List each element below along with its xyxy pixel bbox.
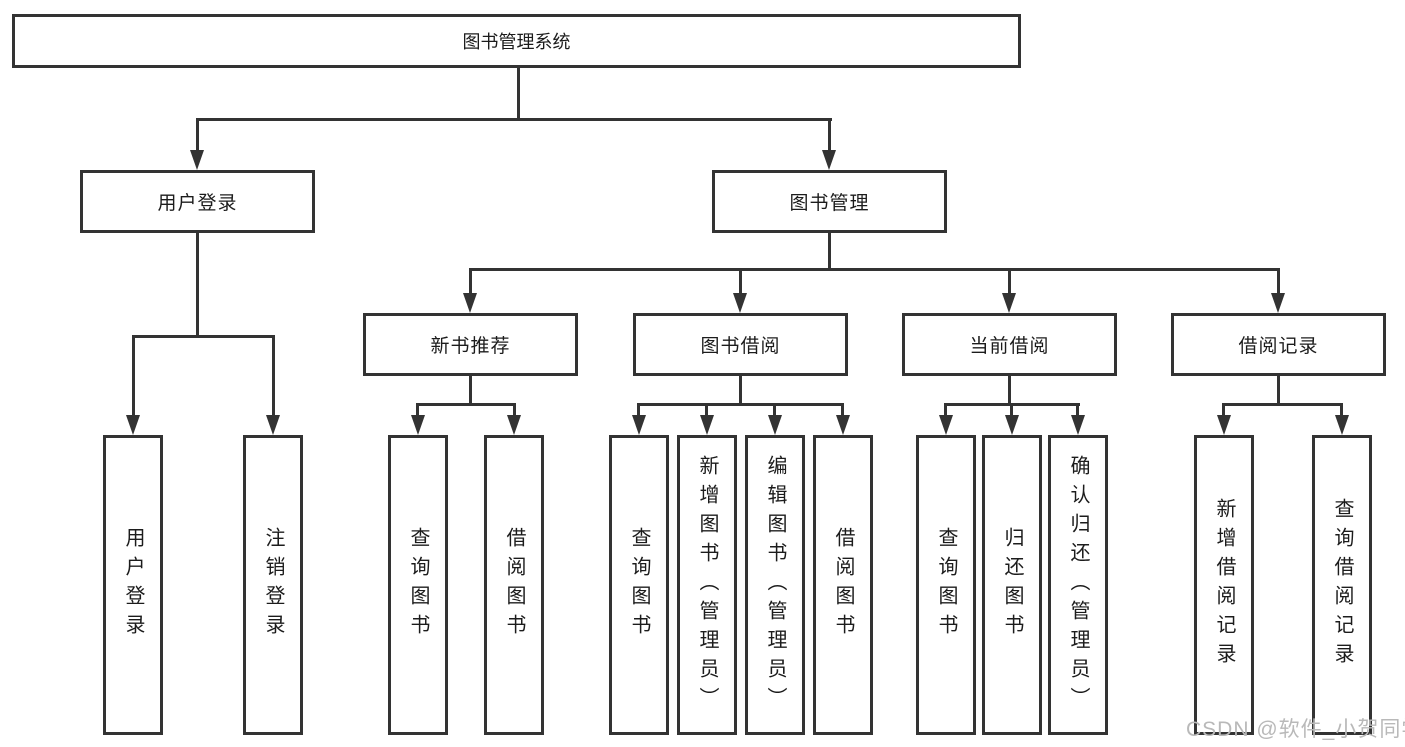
edge-to-leaf (416, 403, 419, 417)
arrow-down-icon (1335, 415, 1349, 435)
leaf-query-book-3-label: 查询图书 (935, 527, 957, 643)
node-borrow-record-label: 借阅记录 (1238, 336, 1319, 357)
leaf-confirm-return-admin-label: 确认归还（管理员） (1067, 454, 1089, 716)
leaf-borrow-book-1: 借阅图书 (484, 435, 544, 735)
edge-to-leaf-logout (272, 335, 275, 417)
leaf-confirm-return-admin: 确认归还（管理员） (1048, 435, 1108, 735)
edge-to-user-login (196, 118, 199, 152)
node-book-borrow-label: 图书借阅 (700, 336, 781, 357)
edge-to-leaf (773, 403, 776, 417)
edge-to-leaf (705, 403, 708, 417)
leaf-return-book-label: 归还图书 (1001, 527, 1023, 643)
leaf-query-book-1-label: 查询图书 (407, 527, 429, 643)
leaf-query-borrow-record: 查询借阅记录 (1312, 435, 1372, 735)
edge-new-book-recommend-split (416, 403, 516, 406)
edge-to-borrow-record (1277, 268, 1280, 295)
edge-to-book-management (828, 118, 831, 152)
leaf-borrow-book-2-label: 借阅图书 (832, 527, 854, 643)
node-book-management-label: 图书管理 (789, 193, 870, 214)
node-user-login: 用户登录 (80, 170, 315, 233)
leaf-return-book: 归还图书 (982, 435, 1042, 735)
edge-to-leaf (513, 403, 516, 417)
edge-to-leaf (841, 403, 844, 417)
leaf-logout: 注销登录 (243, 435, 303, 735)
leaf-add-book-admin: 新增图书（管理员） (677, 435, 737, 735)
node-new-book-recommend-label: 新书推荐 (430, 336, 511, 357)
edge-to-current-borrow (1008, 268, 1011, 295)
edge-new-book-recommend-stem (469, 375, 472, 406)
arrow-down-icon (822, 150, 836, 170)
edge-borrow-record-split (1222, 403, 1343, 406)
edge-borrow-record-stem (1277, 375, 1280, 406)
leaf-query-book-2: 查询图书 (609, 435, 669, 735)
edge-to-new-book-recommend (469, 268, 472, 295)
edge-book-management-split (469, 268, 1280, 271)
edge-to-leaf (944, 403, 947, 417)
edge-current-borrow-stem (1008, 375, 1011, 406)
arrow-down-icon (632, 415, 646, 435)
arrow-down-icon (1217, 415, 1231, 435)
edge-to-leaf (1076, 403, 1079, 417)
root-label: 图书管理系统 (462, 32, 571, 52)
node-current-borrow: 当前借阅 (902, 313, 1117, 376)
arrow-down-icon (507, 415, 521, 435)
arrow-down-icon (1005, 415, 1019, 435)
edge-to-book-borrow (739, 268, 742, 295)
node-current-borrow-label: 当前借阅 (969, 336, 1050, 357)
leaf-borrow-book-2: 借阅图书 (813, 435, 873, 735)
edge-user-login-stem (196, 232, 199, 338)
edge-to-leaf-user-login (132, 335, 135, 417)
node-book-borrow: 图书借阅 (633, 313, 848, 376)
leaf-query-borrow-record-label: 查询借阅记录 (1331, 498, 1353, 672)
edge-to-leaf (637, 403, 640, 417)
leaf-query-book-1: 查询图书 (388, 435, 448, 735)
leaf-edit-book-admin: 编辑图书（管理员） (745, 435, 805, 735)
edge-book-borrow-split (637, 403, 844, 406)
node-borrow-record: 借阅记录 (1171, 313, 1386, 376)
edge-to-leaf (1340, 403, 1343, 417)
leaf-add-borrow-record: 新增借阅记录 (1194, 435, 1254, 735)
arrow-down-icon (768, 415, 782, 435)
arrow-down-icon (1002, 293, 1016, 313)
leaf-logout-label: 注销登录 (262, 527, 284, 643)
leaf-user-login-label: 用户登录 (122, 527, 144, 643)
edge-user-login-split (132, 335, 275, 338)
csdn-watermark: CSDN @软件_小贺同学 (1186, 718, 1405, 741)
edge-root-stem (517, 67, 520, 121)
leaf-add-book-admin-label: 新增图书（管理员） (696, 454, 718, 716)
edge-to-leaf (1222, 403, 1225, 417)
arrow-down-icon (266, 415, 280, 435)
leaf-query-book-2-label: 查询图书 (628, 527, 650, 643)
arrow-down-icon (1271, 293, 1285, 313)
leaf-borrow-book-1-label: 借阅图书 (503, 527, 525, 643)
edge-book-management-stem (828, 232, 831, 271)
edge-book-borrow-stem (739, 375, 742, 406)
edge-root-split (196, 118, 832, 121)
arrow-down-icon (836, 415, 850, 435)
node-book-management: 图书管理 (712, 170, 947, 233)
leaf-add-borrow-record-label: 新增借阅记录 (1213, 498, 1235, 672)
node-new-book-recommend: 新书推荐 (363, 313, 578, 376)
arrow-down-icon (1071, 415, 1085, 435)
leaf-edit-book-admin-label: 编辑图书（管理员） (764, 454, 786, 716)
leaf-query-book-3: 查询图书 (916, 435, 976, 735)
arrow-down-icon (126, 415, 140, 435)
arrow-down-icon (939, 415, 953, 435)
arrow-down-icon (411, 415, 425, 435)
arrow-down-icon (463, 293, 477, 313)
leaf-user-login: 用户登录 (103, 435, 163, 735)
node-user-login-label: 用户登录 (157, 193, 238, 214)
arrow-down-icon (733, 293, 747, 313)
node-root: 图书管理系统 (12, 14, 1021, 68)
edge-to-leaf (1010, 403, 1013, 417)
arrow-down-icon (190, 150, 204, 170)
arrow-down-icon (700, 415, 714, 435)
